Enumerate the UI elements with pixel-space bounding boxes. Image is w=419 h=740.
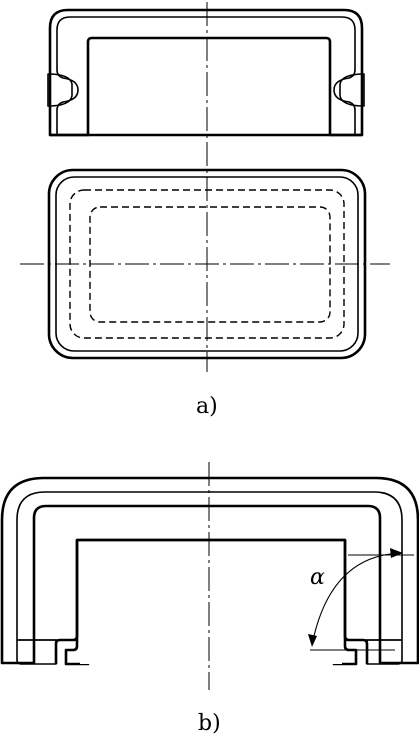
view-a-body — [56, 16, 356, 136]
view-a-section — [47, 8, 365, 137]
view-a-right-groove — [339, 73, 365, 107]
view-b-cavity-outline — [54, 538, 369, 664]
view-b-cavity-fill — [80, 543, 342, 664]
view-a-label: a) — [196, 394, 218, 419]
view-b-label: b) — [198, 711, 221, 736]
view-b-right-lip — [366, 639, 403, 665]
view-a-coating — [48, 8, 364, 137]
view-a-left-groove — [47, 73, 73, 107]
view-b-section — [0, 476, 419, 666]
view-b-left-lip — [16, 639, 57, 665]
angle-arrow-bottom — [308, 634, 317, 647]
angle-arc — [311, 552, 403, 646]
angle-symbol: α — [310, 565, 325, 590]
angle-arrow-top — [390, 548, 403, 558]
angle-annotation: α — [308, 548, 414, 651]
view-b-coating — [0, 476, 419, 665]
